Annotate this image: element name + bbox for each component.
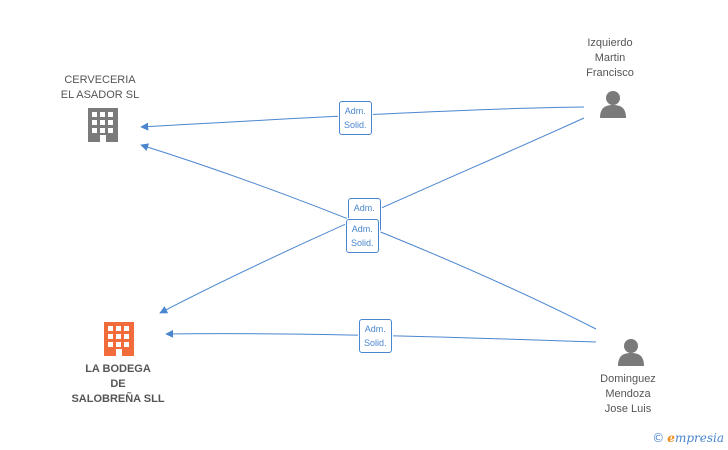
edge-label-izquierdo-cerveceria[interactable]: Adm. Solid.: [339, 101, 372, 135]
person-icon[interactable]: [618, 339, 644, 366]
building-icon[interactable]: [88, 108, 118, 142]
copyright-symbol: ©: [652, 431, 665, 445]
person-icon[interactable]: [600, 91, 626, 118]
node-label-bodega[interactable]: LA BODEGA DE SALOBREÑA SLL: [71, 363, 165, 405]
logo-rest: mpresia: [674, 431, 724, 445]
node-label-cerveceria[interactable]: CERVECERIA EL ASADOR SL: [60, 74, 140, 101]
edge-label-dominguez-bodega[interactable]: Adm. Solid.: [359, 319, 392, 353]
empresia-logo: ©empresia: [652, 431, 724, 445]
edge-dominguez-cerveceria: [140, 143, 597, 330]
edge-izquierdo-cerveceria: [140, 106, 585, 131]
node-label-dominguez[interactable]: Dominguez Mendoza Jose Luis: [600, 373, 656, 415]
building-icon[interactable]: [104, 322, 134, 356]
node-label-izquierdo[interactable]: Izquierdo Martin Francisco: [586, 37, 634, 79]
logo-e: e: [667, 431, 675, 445]
edge-label-dominguez-cerveceria[interactable]: Adm. Solid.: [346, 219, 379, 253]
